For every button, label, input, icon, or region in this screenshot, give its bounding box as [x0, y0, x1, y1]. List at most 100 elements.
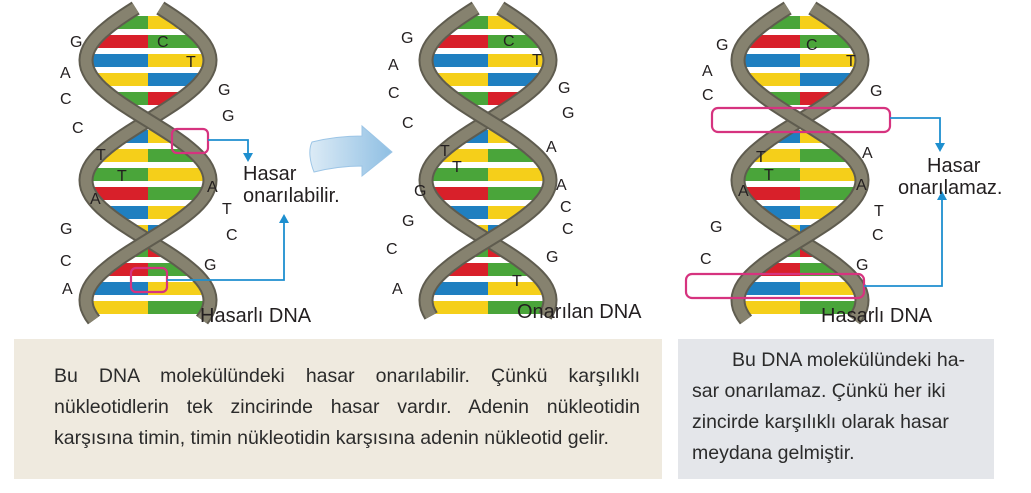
base-letter: T [532, 52, 542, 69]
base-pair-half [745, 73, 800, 86]
damaged-dna-helix [78, 1, 218, 325]
explanation-unrepairable-line: sar onarılamaz. Çünkü her iki [692, 380, 946, 402]
repair-transition-arrow [309, 124, 393, 178]
base-letter: G [870, 83, 882, 100]
base-pair-half [738, 168, 800, 181]
base-pair-half [800, 187, 859, 200]
base-letter: A [546, 139, 557, 156]
base-letter: A [90, 191, 101, 208]
backbone-strand [80, 3, 216, 324]
base-letter: T [764, 167, 774, 184]
base-letter: A [556, 177, 567, 194]
explanation-unrepairable: Bu DNA molekülündeki ha- sar onarılamaz.… [678, 339, 994, 479]
caption-panel-1: Hasarlı DNA [200, 305, 312, 327]
note-repairable-line-1: Hasar [243, 163, 297, 185]
base-letter: C [702, 87, 714, 104]
base-letter: A [62, 281, 73, 298]
base-letter: T [846, 53, 856, 70]
note-unrepairable-line-1: Hasar [927, 155, 981, 177]
explanation-repairable-line: Bu DNA molekülündeki hasar onarılabilir.… [54, 365, 640, 387]
base-pair-half [488, 168, 550, 181]
explanation-repairable-line: nükleotidlerin tek zincirinde hasar vard… [54, 396, 640, 418]
backbone-strand [732, 3, 868, 324]
base-pair-half [429, 187, 488, 200]
base-pair-half [741, 282, 800, 295]
base-pair-half [800, 54, 862, 67]
base-letter: G [402, 213, 414, 230]
base-pair-half [93, 73, 148, 86]
base-letter: G [414, 183, 426, 200]
base-letter: A [60, 65, 71, 82]
base-pair-half [148, 54, 210, 67]
base-pair-half [148, 73, 203, 86]
pointer-arrowhead-1a [243, 153, 253, 162]
base-letter: G [204, 257, 216, 274]
base-letter: C [402, 115, 414, 132]
base-pair-half [426, 168, 488, 181]
base-letter: C [872, 227, 884, 244]
caption-panel-3: Hasarlı DNA [821, 305, 933, 327]
base-pair-half [429, 282, 488, 295]
base-pair-half [433, 73, 488, 86]
pointer-arrowhead-1b [279, 214, 289, 223]
base-pair-half [148, 301, 210, 314]
base-letter: C [60, 253, 72, 270]
base-letter: C [700, 251, 712, 268]
damage-highlight-top-pair [710, 106, 892, 134]
explanation-unrepairable-line: Bu DNA molekülündeki ha- [732, 349, 966, 371]
base-pair-half [93, 35, 148, 48]
base-letter: G [710, 219, 722, 236]
base-letter: C [226, 227, 238, 244]
pointer-arrowhead-3b [937, 191, 947, 200]
explanation-unrepairable-line: zincirde karşılıklı olarak hasar [692, 411, 949, 433]
explanation-repairable-line: karşısına timin, timin nükleotidin karşı… [54, 427, 609, 449]
base-letter: G [546, 249, 558, 266]
damage-highlight-upper [170, 127, 210, 155]
base-pair-half [86, 54, 148, 67]
backbone-strand [80, 3, 216, 324]
pointer-arrowhead-3a [935, 143, 945, 152]
base-letter: T [512, 273, 522, 290]
note-repairable-line-2: onarılabilir. [243, 185, 340, 207]
base-pair-half [800, 168, 862, 181]
base-pair-half [433, 35, 488, 48]
base-pair-half [488, 73, 543, 86]
base-pair-half [148, 187, 207, 200]
base-pair-half [738, 54, 800, 67]
base-letter: T [452, 159, 462, 176]
explanation-unrepairable-line: meydana gelmiştir. [692, 442, 855, 464]
base-pair-half [800, 35, 855, 48]
base-letter: A [388, 57, 399, 74]
base-pair-half [738, 301, 800, 314]
base-letter: C [503, 33, 515, 50]
base-letter: G [716, 37, 728, 54]
base-letter: C [157, 34, 169, 51]
base-letter: C [806, 37, 818, 54]
base-letter: G [401, 30, 413, 47]
base-letter: T [440, 143, 450, 160]
base-pair-half [741, 187, 800, 200]
base-letter: T [222, 201, 232, 218]
base-letter: A [738, 183, 749, 200]
repaired-dna-helix [418, 1, 558, 320]
base-pair-half [488, 187, 547, 200]
base-pair-half [745, 35, 800, 48]
base-letter: T [186, 54, 196, 71]
base-pair-half [488, 301, 550, 314]
base-letter: C [60, 91, 72, 108]
base-letter: A [392, 281, 403, 298]
base-pair-half [426, 301, 488, 314]
base-letter: G [856, 257, 868, 274]
base-letter: T [874, 203, 884, 220]
base-letter: G [60, 221, 72, 238]
base-pair-half [148, 168, 210, 181]
base-letter: C [386, 241, 398, 258]
base-pair-half [86, 301, 148, 314]
base-pair-half [89, 187, 148, 200]
base-letter: T [756, 149, 766, 166]
note-unrepairable-line-2: onarılamaz. [898, 177, 1003, 199]
